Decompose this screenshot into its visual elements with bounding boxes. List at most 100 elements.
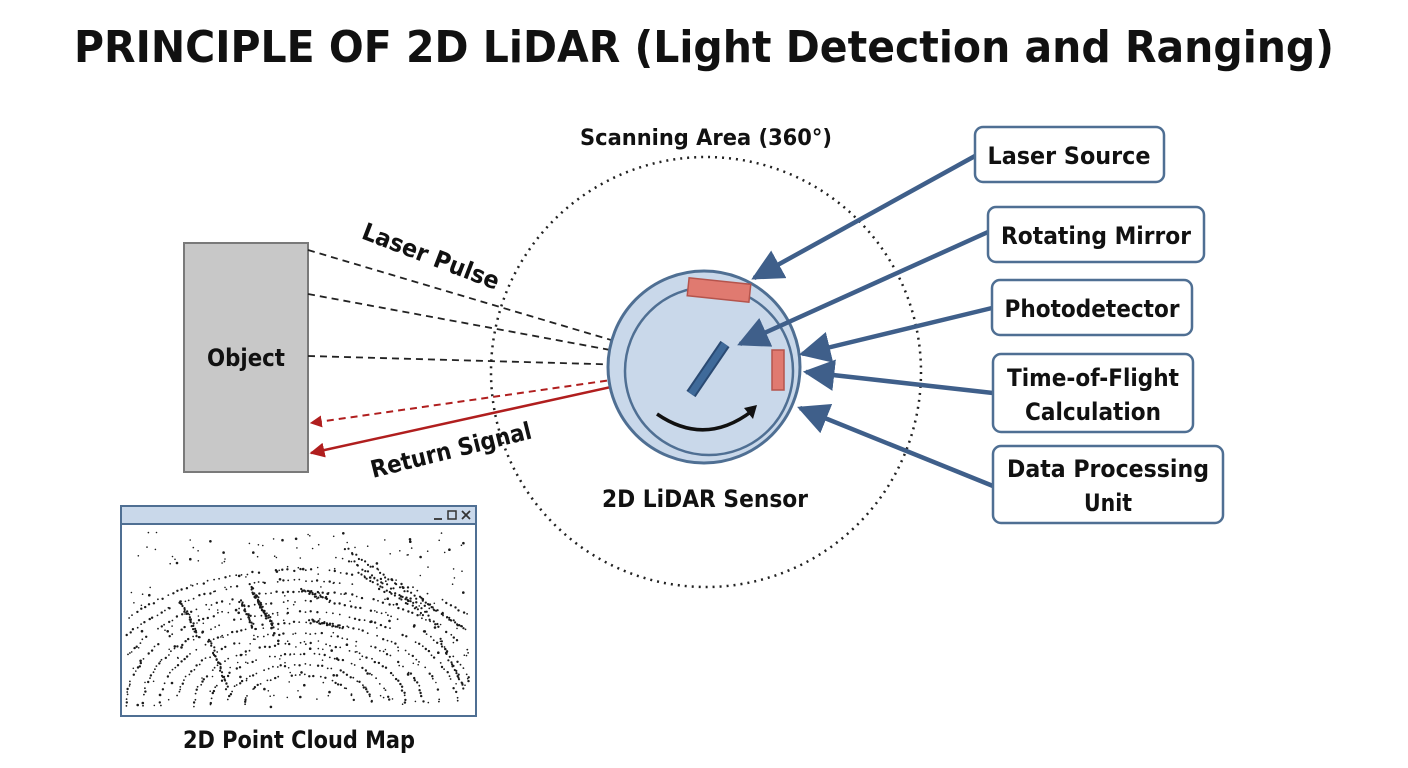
point-cloud-dot <box>439 637 442 640</box>
point-cloud-dot <box>452 687 455 690</box>
callout-data-processing: Data Processing Unit <box>991 444 1225 525</box>
point-cloud-dot <box>384 580 387 583</box>
point-cloud-dot <box>386 639 389 642</box>
point-cloud-dot <box>189 621 192 623</box>
point-cloud-dot <box>175 561 179 565</box>
point-cloud-dot <box>167 606 170 609</box>
point-cloud-dot <box>387 578 390 581</box>
point-cloud-dot <box>215 684 218 687</box>
point-cloud-dot <box>409 597 412 600</box>
point-cloud-dot <box>152 602 156 605</box>
point-cloud-dot <box>361 568 364 571</box>
point-cloud-dot <box>205 675 209 678</box>
point-cloud-dot <box>343 687 346 689</box>
maximize-icon[interactable] <box>447 510 457 520</box>
point-cloud-dot <box>293 664 296 666</box>
point-cloud-dot <box>296 547 298 549</box>
point-cloud-dot <box>245 613 248 616</box>
point-cloud-dot <box>235 585 239 588</box>
callout-photodetector-label: Photodetector <box>1005 295 1180 323</box>
point-cloud-dot <box>435 681 437 684</box>
point-cloud-dot <box>218 577 221 580</box>
point-cloud-dot <box>266 679 269 682</box>
point-cloud-dot <box>322 648 324 651</box>
point-cloud-caption: 2D Point Cloud Map <box>183 726 415 754</box>
point-cloud-dot <box>180 660 183 663</box>
point-cloud-dot <box>147 680 150 684</box>
point-cloud-dot <box>192 622 195 625</box>
point-cloud-dot <box>192 638 195 641</box>
point-cloud-dot <box>406 602 409 606</box>
point-cloud-dot <box>278 633 281 637</box>
point-cloud-dot <box>324 676 327 679</box>
point-cloud-dot <box>292 633 294 635</box>
point-cloud-dot <box>401 703 404 705</box>
point-cloud-dot <box>262 581 264 583</box>
point-cloud-dot <box>136 610 139 614</box>
point-cloud-dot <box>399 550 401 552</box>
point-cloud-dot <box>389 671 393 675</box>
point-cloud-dot <box>221 562 223 564</box>
point-cloud-dot <box>152 680 155 683</box>
point-cloud-dot <box>312 674 315 678</box>
point-cloud-dot <box>388 619 391 623</box>
point-cloud-dot <box>369 579 372 583</box>
point-cloud-dot <box>371 657 373 660</box>
point-cloud-dot <box>221 610 224 613</box>
point-cloud-dot <box>293 569 296 573</box>
point-cloud-dot <box>369 673 371 675</box>
point-cloud-dot <box>378 683 381 685</box>
point-cloud-dot <box>332 624 335 628</box>
point-cloud-dot <box>303 640 306 643</box>
point-cloud-dot <box>286 612 289 615</box>
point-cloud-dot <box>436 622 439 626</box>
point-cloud-dot <box>418 661 420 663</box>
point-cloud-dot <box>316 566 319 569</box>
point-cloud-dot <box>375 562 379 565</box>
point-cloud-dot <box>270 592 272 594</box>
point-cloud-dot <box>298 664 301 667</box>
point-cloud-dot <box>407 671 410 674</box>
point-cloud-dot <box>319 618 321 620</box>
point-cloud-dot <box>373 576 376 580</box>
point-cloud-dot <box>331 679 334 682</box>
point-cloud-dot <box>192 624 195 628</box>
point-cloud-dot <box>141 701 145 705</box>
point-cloud-dot <box>141 638 144 641</box>
point-cloud-dot <box>252 592 255 595</box>
point-cloud-dot <box>397 606 400 610</box>
point-cloud-dot <box>364 560 367 563</box>
point-cloud-dot <box>298 621 301 623</box>
point-cloud-dot <box>309 535 311 537</box>
point-cloud-dot <box>353 664 356 666</box>
point-cloud-dot <box>369 609 373 612</box>
point-cloud-dot <box>383 687 385 690</box>
point-cloud-dot <box>284 595 286 597</box>
point-cloud-dot <box>286 640 289 642</box>
point-cloud-dot <box>253 686 257 689</box>
point-cloud-dot <box>190 610 193 613</box>
point-cloud-dot <box>419 611 422 615</box>
point-cloud-dot <box>278 569 281 572</box>
point-cloud-dot <box>260 606 263 609</box>
point-cloud-dot <box>279 664 282 667</box>
point-cloud-dot <box>318 653 321 656</box>
point-cloud-dot <box>273 694 275 697</box>
point-cloud-dot <box>192 546 195 549</box>
point-cloud-dot <box>389 627 391 629</box>
point-cloud-dot <box>377 587 381 591</box>
point-cloud-dot <box>174 666 177 669</box>
point-cloud-dot <box>392 674 394 677</box>
callout-dpu-line1: Data Processing <box>1007 455 1209 483</box>
point-cloud-dot <box>171 668 174 671</box>
point-cloud-dot <box>269 679 272 682</box>
close-icon[interactable] <box>461 510 471 520</box>
point-cloud-dot <box>262 627 265 629</box>
point-cloud-dot <box>164 629 166 631</box>
point-cloud-dot <box>141 593 144 595</box>
point-cloud-dot <box>212 615 215 618</box>
point-cloud-dot <box>401 633 404 637</box>
point-cloud-dot <box>167 594 170 596</box>
point-cloud-dot <box>181 604 184 608</box>
